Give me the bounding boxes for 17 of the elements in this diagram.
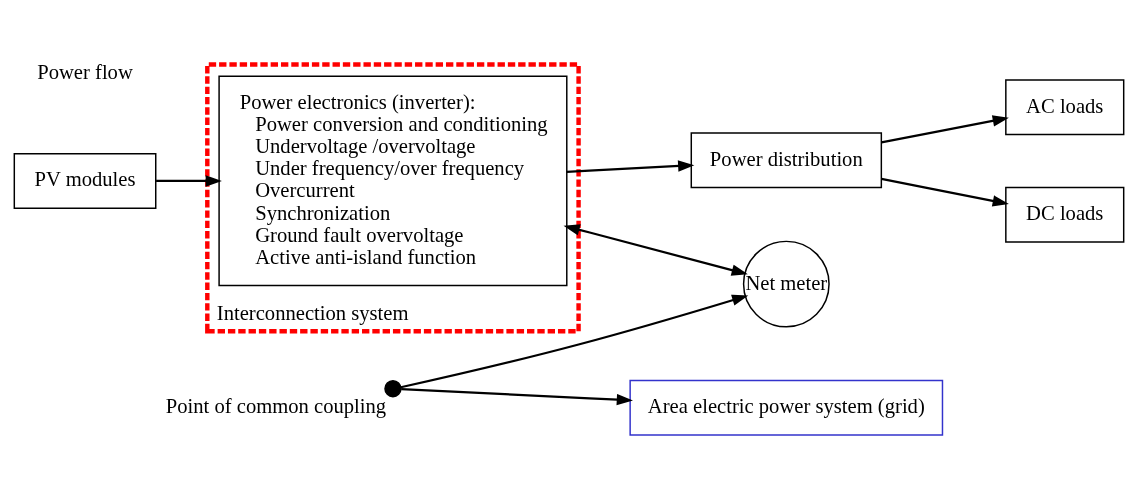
arrow	[881, 177, 1009, 206]
node-circle	[384, 379, 402, 397]
node-box: Power distribution	[690, 131, 883, 188]
node-box: Power electronics (inverter): Power conversion and conditioning Undervoltage /overvoltage Under frequency/over frequency Overcurrent Synchronization Ground fault overvoltage Active anti-island function	[218, 75, 568, 286]
legend-label: Power flow	[37, 60, 133, 83]
node-box: Area electric power system (grid)	[629, 379, 944, 436]
node-label: Point of common coupling	[165, 394, 387, 417]
arrow	[563, 223, 748, 276]
arrow	[156, 174, 222, 187]
node-circle: Net meter	[742, 240, 830, 328]
node-box: AC loads	[1005, 78, 1125, 135]
node-box: DC loads	[1005, 186, 1125, 243]
arrow	[881, 114, 1009, 143]
node-box: PV modules	[13, 152, 157, 209]
arrow	[400, 294, 749, 388]
arrow	[566, 159, 695, 173]
arrow	[401, 387, 633, 405]
